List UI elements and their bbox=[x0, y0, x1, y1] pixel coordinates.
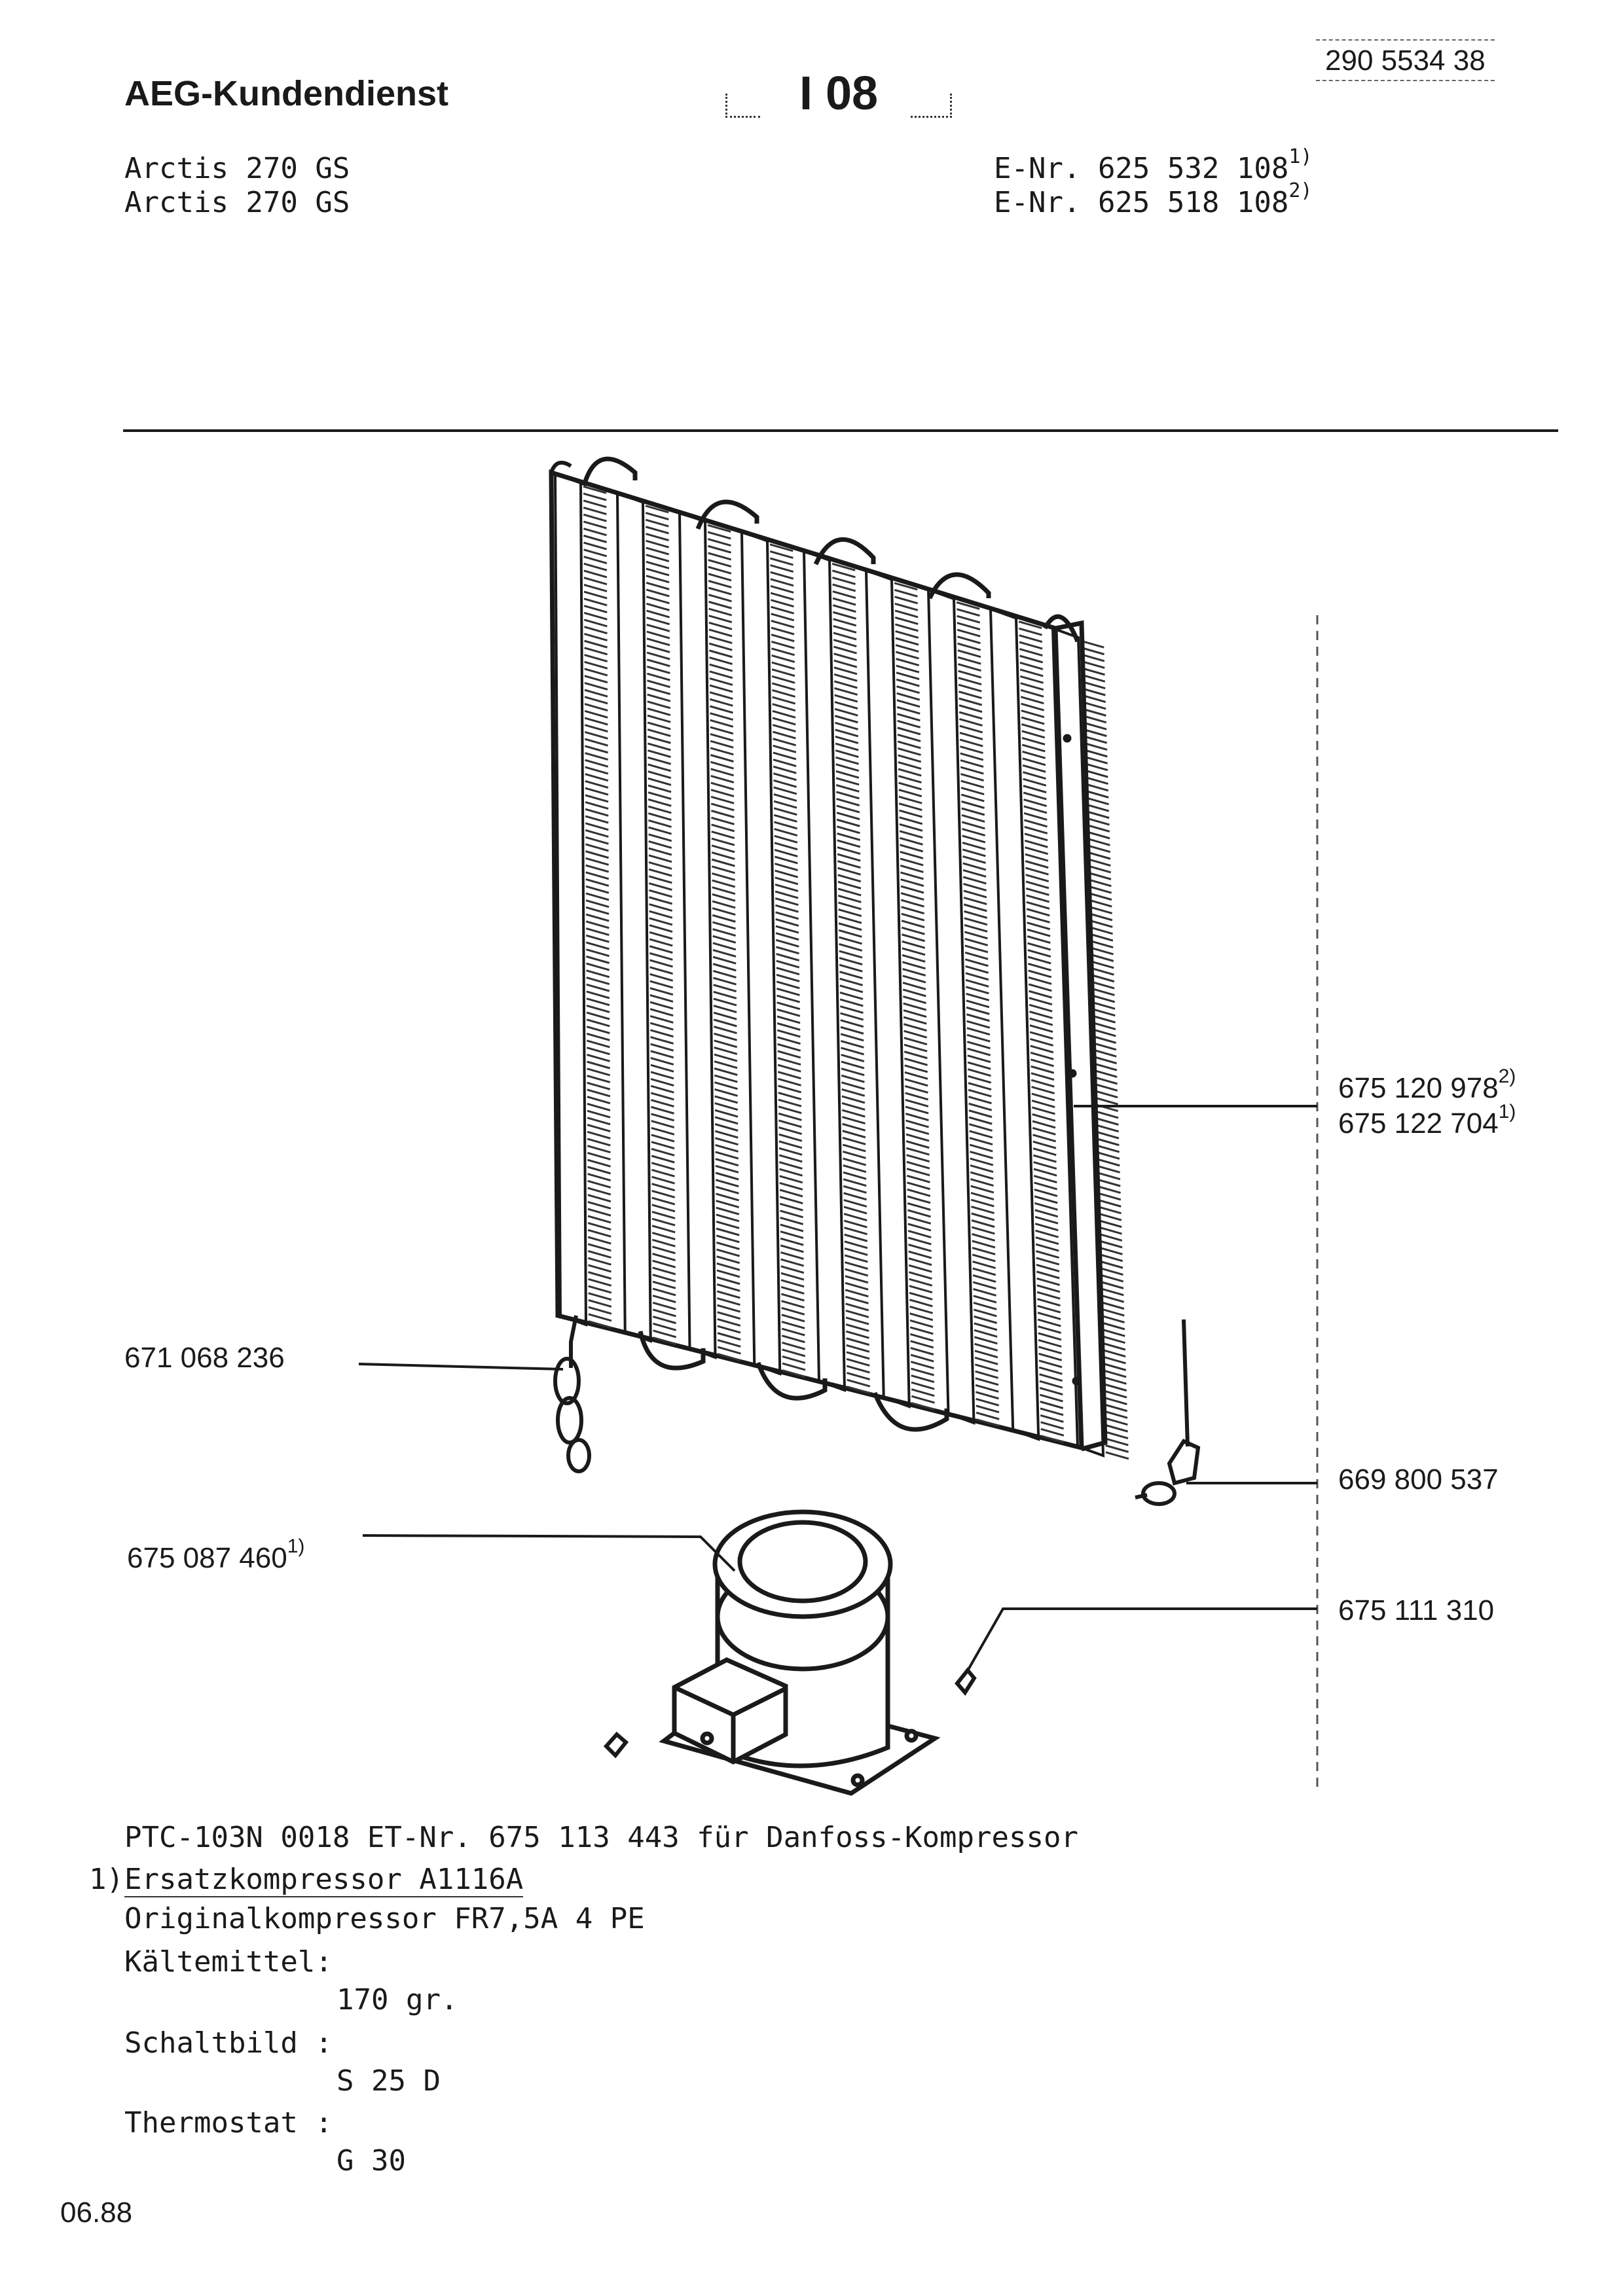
condenser-tube bbox=[553, 472, 588, 1327]
model-name-1: Arctis 270 GS bbox=[124, 152, 350, 185]
bottom-bend-1 bbox=[638, 1331, 706, 1371]
model-name-2: Arctis 270 GS bbox=[124, 186, 350, 219]
part-drier-filter-number: 671 068 236 bbox=[124, 1342, 285, 1374]
condenser-tube bbox=[740, 529, 782, 1376]
top-bend-5 bbox=[1042, 614, 1080, 643]
condenser-fins bbox=[707, 524, 741, 1362]
relay-plug-icon bbox=[1135, 1319, 1201, 1506]
condenser-tube bbox=[1051, 626, 1105, 1458]
part-relay-plug: 669 800 537 bbox=[1338, 1463, 1499, 1496]
condenser-fins bbox=[769, 543, 806, 1378]
part-mounting-clip: 675 111 310 bbox=[1338, 1594, 1494, 1627]
wiring-label: Schaltbild : bbox=[124, 2026, 333, 2060]
condenser-coil-icon bbox=[549, 456, 1129, 1460]
leader-lines bbox=[358, 1105, 1317, 1674]
condenser-fins bbox=[1018, 620, 1065, 1444]
part-compressor: 675 087 4601) bbox=[127, 1535, 304, 1575]
wiring-value: S 25 D bbox=[337, 2064, 441, 2098]
part-condenser-a-number: 675 120 978 bbox=[1338, 1072, 1499, 1104]
condenser-tubes bbox=[553, 472, 1129, 1460]
leader-clip bbox=[965, 1607, 1317, 1674]
section-code: I 08 bbox=[799, 67, 879, 120]
header-rule bbox=[123, 429, 1558, 432]
footnote-marker: 1) bbox=[89, 1863, 124, 1896]
brand-title: AEG-Kundendienst bbox=[124, 74, 448, 113]
top-bend-0 bbox=[549, 460, 572, 474]
side-frame bbox=[1055, 620, 1108, 1452]
enr-number-2: E-Nr. 625 518 108 bbox=[994, 186, 1289, 219]
top-bend-3 bbox=[813, 537, 876, 565]
part-compressor-number: 675 087 460 bbox=[127, 1542, 287, 1574]
top-bend-2 bbox=[695, 499, 759, 530]
enr-ref-2: 2) bbox=[1288, 179, 1313, 202]
condenser-tube bbox=[926, 588, 976, 1425]
part-drier-filter: 671 068 236 bbox=[124, 1342, 285, 1374]
condenser-fins bbox=[645, 505, 677, 1346]
condenser-tube bbox=[615, 491, 652, 1343]
refrigerant-label: Kältemittel: bbox=[124, 1945, 333, 1979]
part-mounting-clip-number: 675 111 310 bbox=[1338, 1594, 1495, 1626]
enr-line-2: E-Nr. 625 518 1082) bbox=[994, 179, 1312, 219]
document-number: 290 5534 38 bbox=[1316, 39, 1495, 81]
leader-drier bbox=[358, 1363, 564, 1371]
compressor-icon bbox=[659, 1509, 941, 1796]
part-compressor-ref: 1) bbox=[287, 1535, 305, 1557]
part-condenser-b-ref: 1) bbox=[1498, 1101, 1516, 1122]
condenser-fins bbox=[583, 485, 612, 1329]
ptc-note: PTC-103N 0018 ET-Nr. 675 113 443 für Dan… bbox=[124, 1821, 1078, 1854]
enr-line-1: E-Nr. 625 532 1081) bbox=[994, 145, 1312, 185]
part-condenser-b: 675 122 7041) bbox=[1338, 1101, 1516, 1140]
replacement-compressor: Ersatzkompressor A1116A bbox=[124, 1863, 524, 1897]
condenser-fins bbox=[894, 582, 936, 1411]
condenser-fins bbox=[1080, 639, 1129, 1460]
section-code-box: I 08 bbox=[725, 64, 952, 120]
footer-date: 06.88 bbox=[60, 2197, 133, 2229]
part-condenser-a-ref: 2) bbox=[1498, 1066, 1516, 1087]
condenser-tube bbox=[864, 568, 911, 1408]
part-relay-plug-number: 669 800 537 bbox=[1338, 1463, 1499, 1496]
thermostat-label: Thermostat : bbox=[124, 2106, 333, 2140]
top-bend-1 bbox=[581, 456, 638, 486]
condenser-tube bbox=[989, 607, 1040, 1441]
condenser-tube bbox=[678, 511, 717, 1359]
refrigerant-value: 170 gr. bbox=[337, 1983, 458, 2017]
leader-compressor bbox=[362, 1534, 736, 1572]
drier-filter-icon bbox=[553, 1315, 591, 1473]
mounting-clip-icon bbox=[603, 1667, 977, 1759]
bottom-bend-2 bbox=[756, 1361, 828, 1401]
original-compressor: Originalkompressor FR7,5A 4 PE bbox=[124, 1902, 645, 1935]
code-bracket-left bbox=[725, 94, 760, 118]
bottom-bend-3 bbox=[872, 1391, 949, 1432]
thermostat-value: G 30 bbox=[337, 2144, 406, 2178]
condenser-fins bbox=[831, 562, 871, 1395]
code-bracket-right bbox=[911, 94, 952, 118]
enr-number-1: E-Nr. 625 532 108 bbox=[994, 152, 1289, 185]
top-bend-4 bbox=[927, 572, 991, 600]
condenser-fins bbox=[956, 601, 1000, 1427]
part-condenser-a: 675 120 9782) bbox=[1338, 1066, 1516, 1105]
part-condenser-b-number: 675 122 704 bbox=[1338, 1107, 1499, 1139]
enr-ref-1: 1) bbox=[1288, 145, 1313, 168]
